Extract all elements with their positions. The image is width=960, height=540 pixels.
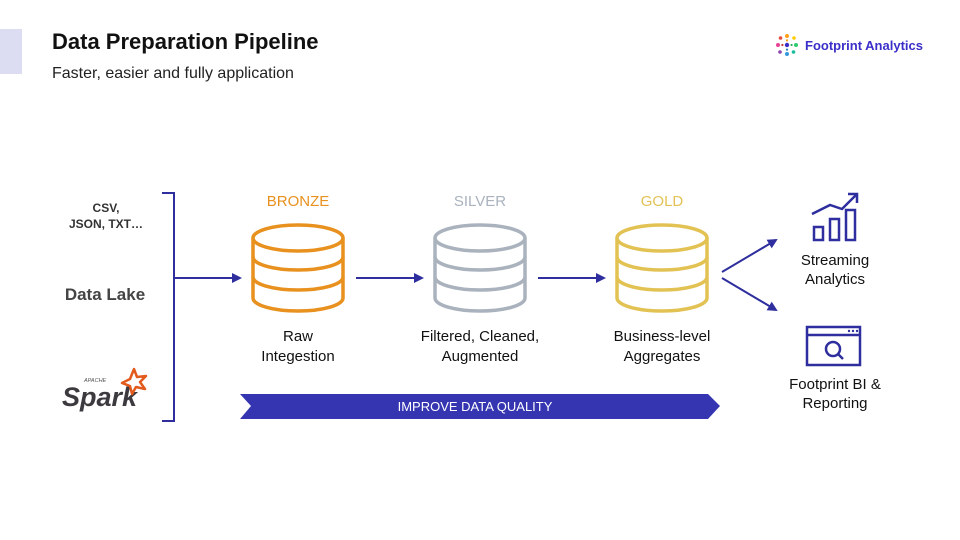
- arrow-gold-to-streaming: [721, 238, 778, 273]
- improve-quality-banner: [240, 394, 720, 419]
- database-icon: [251, 223, 345, 313]
- tier-desc-gold-line1: Business-level: [613, 328, 711, 345]
- output-streaming-line1: Streaming: [800, 252, 870, 269]
- output-bi-line2: Reporting: [802, 395, 868, 412]
- tier-desc-gold-line2: Aggregates: [623, 348, 701, 365]
- tier-desc-gold: Business-level Aggregates: [572, 327, 752, 367]
- output-bi-line1: Footprint BI &: [789, 376, 881, 393]
- data-lake-label: Data Lake: [64, 285, 146, 304]
- spark-logo-small-text: APACHE: [83, 378, 107, 384]
- source-bracket: [162, 192, 175, 422]
- tier-desc-bronze: Raw Integestion: [208, 327, 388, 367]
- footprint-burst-icon: [776, 34, 798, 56]
- brand-name: Footprint Analytics: [805, 37, 923, 53]
- page-title: Data Preparation Pipeline: [52, 29, 319, 54]
- source-formats-line2: JSON, TXT…: [68, 217, 143, 231]
- source-formats-line1: CSV,: [92, 201, 120, 215]
- tier-desc-silver: Filtered, Cleaned, Augmented: [390, 327, 570, 367]
- tier-desc-bronze-line2: Integestion: [261, 348, 335, 365]
- bar-chart-trend-icon: [811, 192, 859, 242]
- improve-quality-label: IMPROVE DATA QUALITY: [397, 399, 553, 414]
- database-icon: [433, 223, 527, 313]
- tier-label-silver: SILVER: [453, 193, 507, 210]
- page-subtitle: Faster, easier and fully application: [52, 65, 294, 82]
- tier-desc-silver-line2: Augmented: [441, 348, 519, 365]
- spark-logo-text: Spark: [62, 382, 139, 412]
- tier-label-gold: GOLD: [640, 193, 684, 210]
- window-dots: [847, 329, 859, 333]
- database-icon: [615, 223, 709, 313]
- output-streaming-line2: Analytics: [804, 271, 866, 288]
- output-streaming-analytics: Streaming Analytics: [770, 251, 900, 289]
- dashboard-magnifier-icon: [805, 325, 862, 367]
- side-accent-tab: [0, 29, 22, 74]
- tier-desc-bronze-line1: Raw: [282, 328, 313, 345]
- tier-desc-silver-line1: Filtered, Cleaned,: [420, 328, 540, 345]
- arrow-gold-to-bi: [721, 277, 778, 312]
- tier-label-bronze: BRONZE: [266, 193, 330, 210]
- source-formats: CSV, JSON, TXT…: [52, 200, 160, 232]
- brand-logo: Footprint Analytics: [774, 32, 923, 58]
- spark-logo: APACHE Spark: [62, 367, 148, 412]
- spark-star-icon: [120, 367, 148, 396]
- output-bi-reporting: Footprint BI & Reporting: [770, 375, 900, 413]
